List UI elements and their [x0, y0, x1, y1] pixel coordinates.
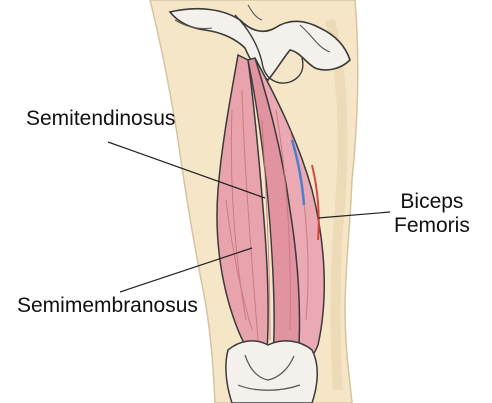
biceps-femoris-label-line2: Femoris: [394, 214, 470, 238]
biceps-femoris-label: Biceps Femoris: [394, 190, 470, 238]
semitendinosus-label: Semitendinosus: [26, 107, 175, 131]
knee-structure: [226, 341, 317, 403]
semimembranosus-label: Semimembranosus: [17, 294, 198, 318]
biceps-femoris-label-line1: Biceps: [394, 190, 470, 214]
